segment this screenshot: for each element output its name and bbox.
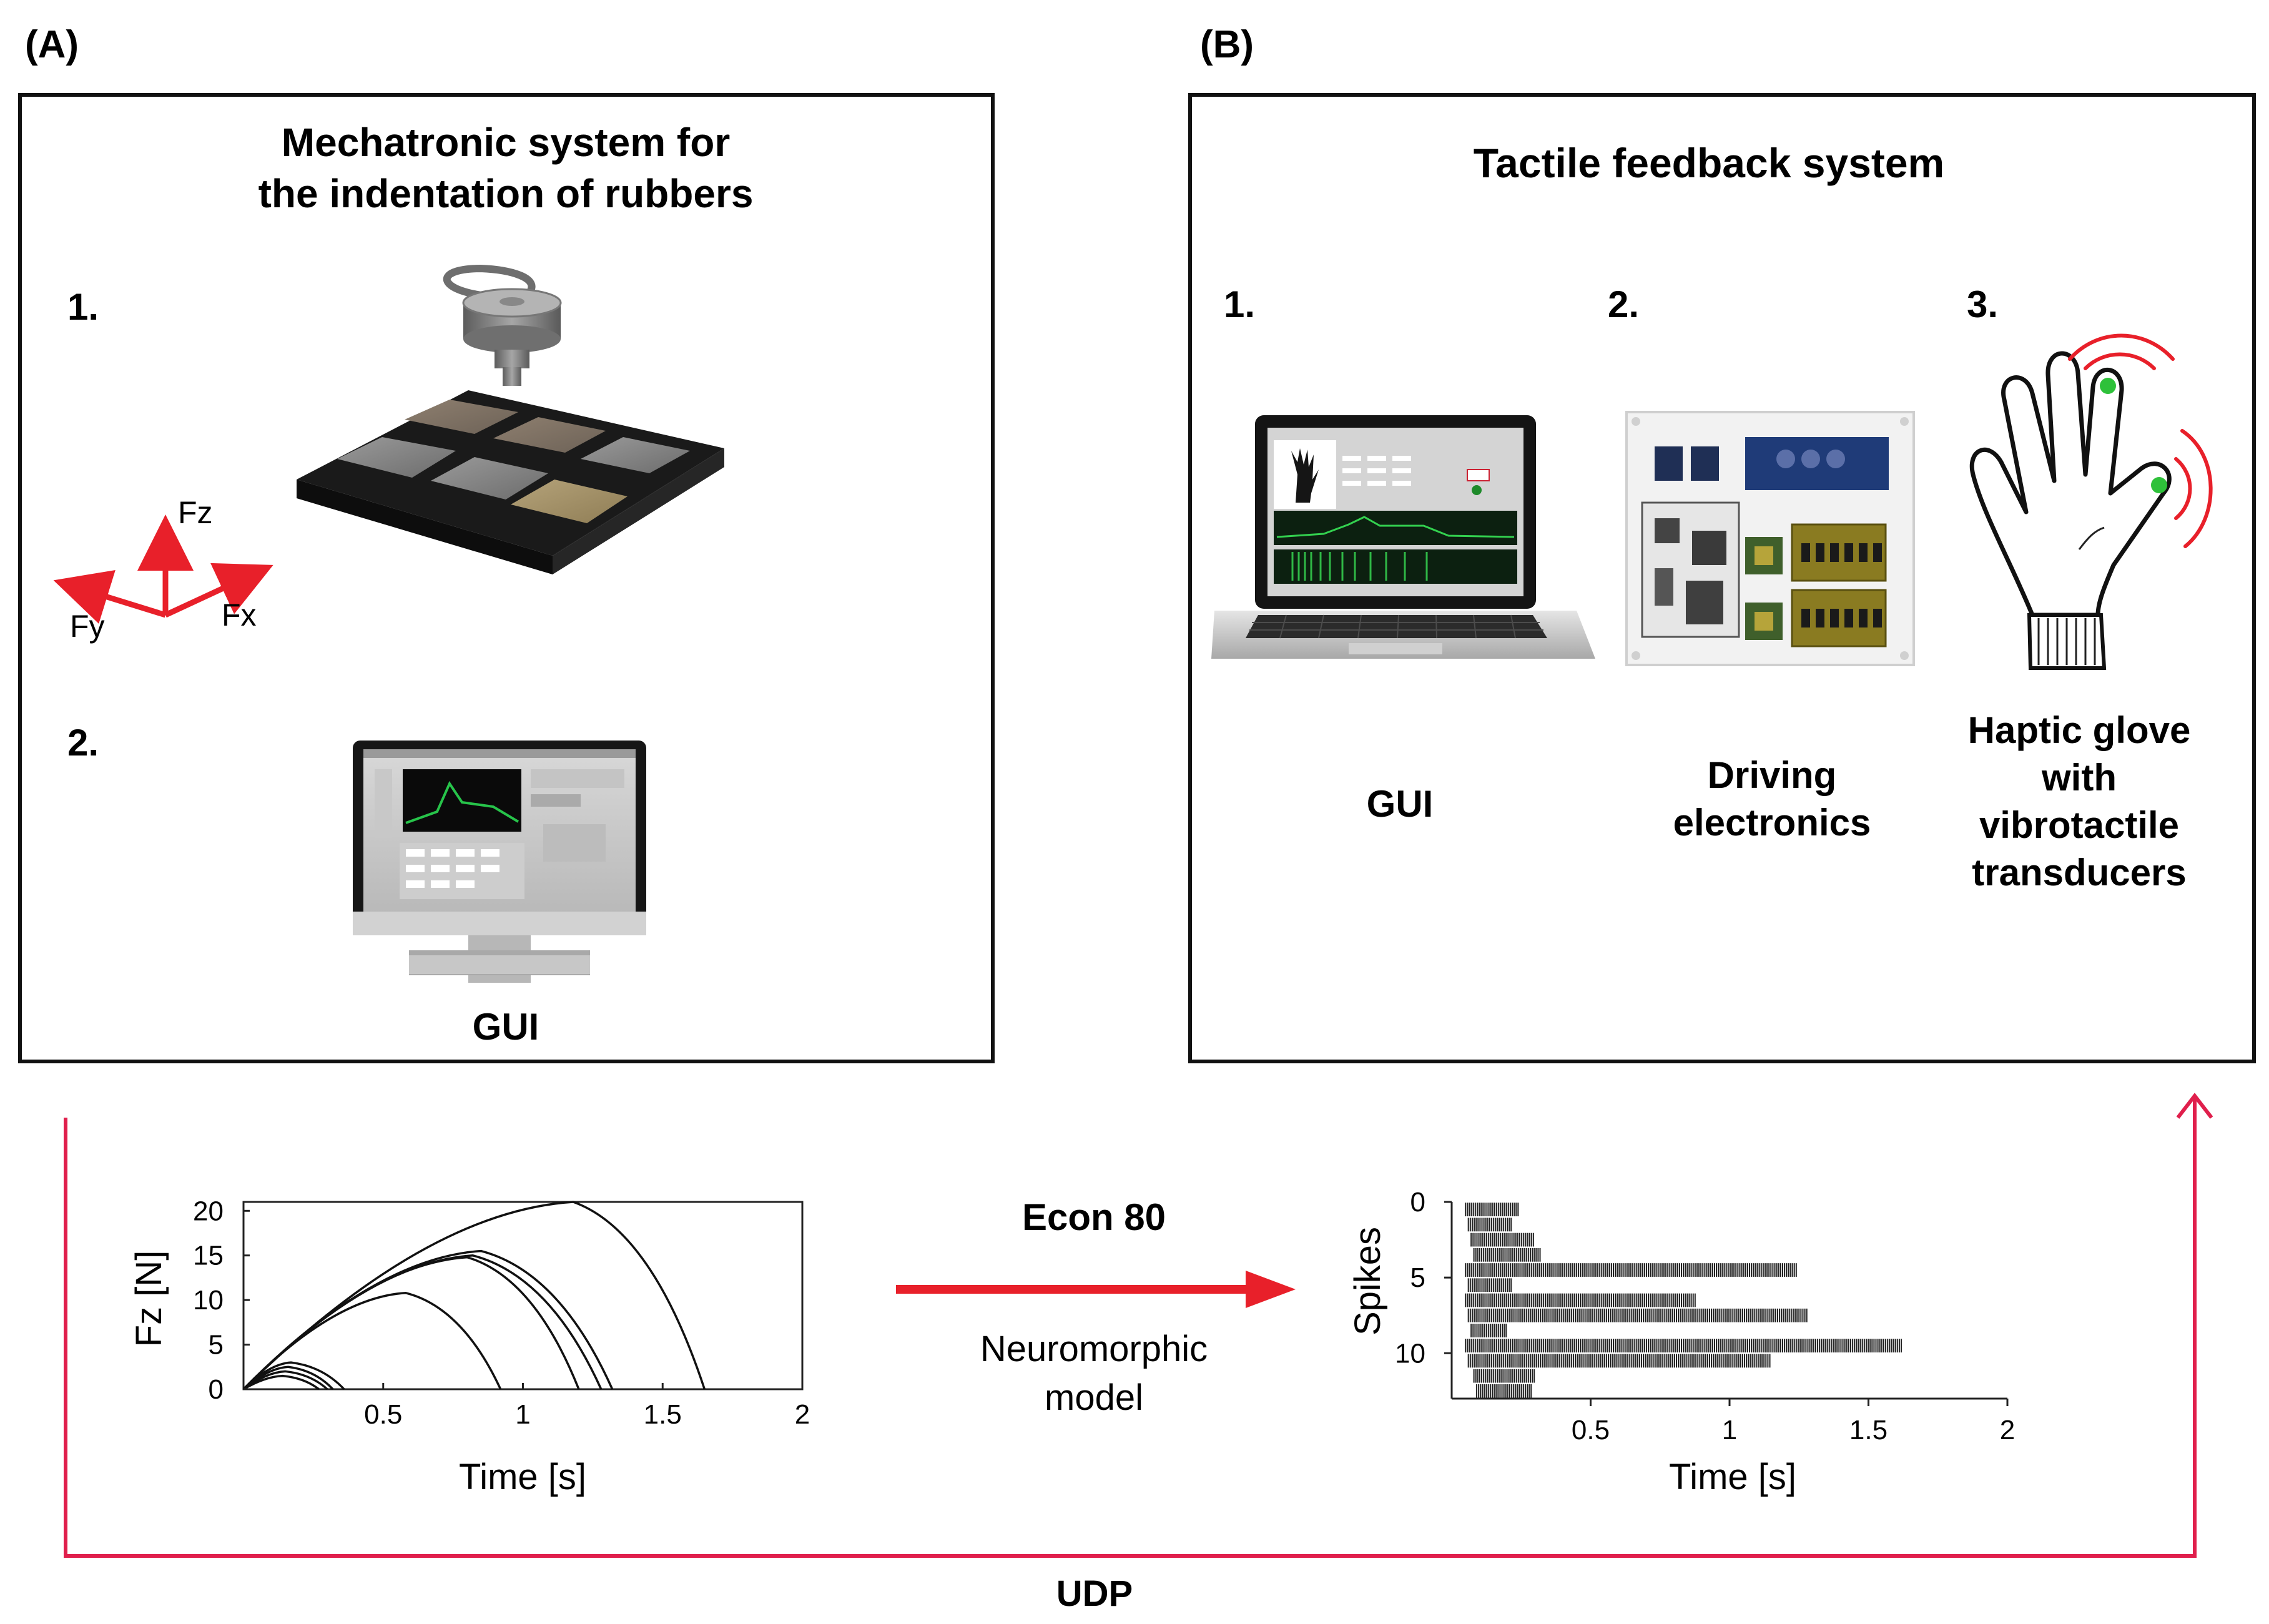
axis-label-fx: Fx <box>222 598 257 632</box>
force-ytick-label: 5 <box>209 1330 224 1361</box>
force-series-1 <box>242 1201 706 1390</box>
panel-b-electronics-caption-line2: electronics <box>1673 802 1871 844</box>
spike-train-5 <box>1465 1263 1797 1277</box>
spike-xtick-label: 1.5 <box>1849 1415 1888 1445</box>
spike-yaxis-label: Spikes <box>1347 1227 1388 1336</box>
spike-train-11 <box>1467 1354 1771 1368</box>
force-yaxis-label: Fz [N] <box>129 1251 169 1347</box>
panel-a-step-1: 1. <box>67 286 99 328</box>
force-series-9 <box>243 1374 320 1390</box>
spike-train-1 <box>1465 1203 1519 1217</box>
udp-loop-arrowhead <box>2176 1093 2213 1119</box>
force-axes-icon <box>53 514 273 624</box>
spike-ytick-label: 10 <box>1395 1338 1425 1369</box>
spike-xtick-label: 2 <box>2000 1415 2015 1445</box>
axis-label-fz: Fz <box>178 495 213 530</box>
force-xtick-label: 0.5 <box>364 1399 402 1430</box>
panel-b-letter: (B) <box>1200 23 1254 66</box>
econ-80-label: Econ 80 <box>1022 1196 1166 1238</box>
panel-b-glove-caption-line3: vibrotactile <box>1979 804 2179 846</box>
rubber-sample-5 <box>581 437 690 473</box>
neuromorphic-arrowhead <box>1246 1271 1296 1308</box>
rubber-sample-2 <box>493 417 606 453</box>
panel-a-title-line2: the indentation of rubbers <box>258 171 754 216</box>
panel-b-gui-caption: GUI <box>1367 783 1434 825</box>
force-ytick-label: 10 <box>193 1285 224 1316</box>
panel-b-glove-caption-line4: transducers <box>1972 852 2186 893</box>
neuromorphic-model-line2: model <box>1045 1377 1143 1418</box>
laptop-icon <box>1211 415 1595 659</box>
rubber-sample-1 <box>405 400 518 434</box>
panel-a-gui-caption: GUI <box>473 1006 539 1048</box>
spike-train-7 <box>1465 1293 1696 1307</box>
force-ytick-label: 0 <box>209 1374 224 1405</box>
panel-b-title: Tactile feedback system <box>1474 140 1945 186</box>
spike-train-8 <box>1467 1308 1808 1322</box>
force-series-5 <box>242 1291 502 1390</box>
rubber-sample-plate <box>297 390 724 574</box>
spike-train-2 <box>1467 1218 1512 1232</box>
force-series-7 <box>242 1366 334 1390</box>
spike-train-10 <box>1465 1339 1902 1353</box>
panel-b-glove-caption-line1: Haptic glove <box>1968 709 2191 751</box>
vibrotactile-transducer-index <box>2100 378 2116 394</box>
force-xtick-label: 2 <box>795 1399 810 1430</box>
panel-b-step-2: 2. <box>1608 283 1639 325</box>
force-ytick-label: 20 <box>193 1196 224 1226</box>
panel-a-frame <box>18 93 995 1063</box>
spike-train-6 <box>1467 1278 1512 1292</box>
force-ytick-label: 15 <box>193 1241 224 1271</box>
panel-a-letter: (A) <box>25 23 79 66</box>
force-plot-frame <box>242 1201 804 1390</box>
spike-train-12 <box>1473 1369 1535 1383</box>
spike-xtick-label: 0.5 <box>1572 1415 1610 1445</box>
force-series-4 <box>242 1256 580 1390</box>
spike-train-3 <box>1470 1233 1534 1247</box>
force-xtick-label: 1 <box>515 1399 530 1430</box>
panel-b-frame <box>1188 93 2256 1063</box>
panel-b-step-3: 3. <box>1967 283 1998 325</box>
spike-xaxis-label: Time [s] <box>1669 1457 1796 1497</box>
rubber-sample-4 <box>431 457 548 500</box>
force-xtick-label: 1.5 <box>644 1399 682 1430</box>
rubber-sample-3 <box>337 437 456 478</box>
rubber-sample-6 <box>511 480 628 523</box>
axis-label-fy: Fy <box>70 609 105 644</box>
panel-a-title-line1: Mechatronic system for <box>282 120 730 165</box>
spike-train-13 <box>1476 1384 1532 1398</box>
indenter-load-cell-icon <box>443 264 562 386</box>
spike-train-4 <box>1473 1248 1541 1262</box>
udp-loop-arrow <box>64 1098 2197 1558</box>
spike-ytick-label: 0 <box>1410 1187 1425 1218</box>
panel-b-step-1: 1. <box>1224 283 1255 325</box>
panel-a-step-2: 2. <box>67 722 99 764</box>
force-series-6 <box>242 1361 345 1390</box>
force-xaxis-label: Time [s] <box>459 1457 586 1497</box>
haptic-glove-icon <box>1969 333 2213 670</box>
panel-b-glove-caption-line2: with <box>2041 757 2117 799</box>
udp-label: UDP <box>1056 1573 1133 1614</box>
panel-b-electronics-caption-line1: Driving <box>1708 754 1837 796</box>
driving-electronics-board-icon <box>1625 411 1915 666</box>
neuromorphic-model-line1: Neuromorphic <box>980 1329 1208 1369</box>
spike-ytick-label: 5 <box>1410 1262 1425 1293</box>
spike-train-9 <box>1470 1324 1507 1337</box>
desktop-monitor-icon <box>353 741 646 983</box>
force-series-8 <box>242 1370 328 1390</box>
spike-xtick-label: 1 <box>1722 1415 1737 1445</box>
vibrotactile-transducer-thumb <box>2151 477 2167 493</box>
